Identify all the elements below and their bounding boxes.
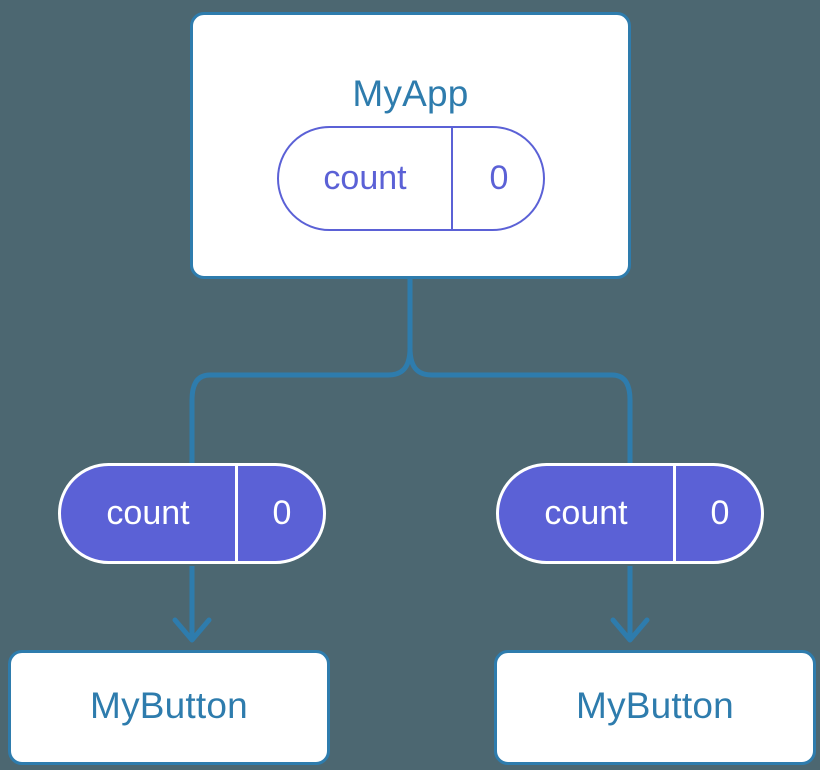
arrowhead-right-icon	[610, 617, 650, 643]
state-pill-myapp[interactable]: count 0	[277, 126, 545, 231]
props-pill-left[interactable]: count 0	[58, 463, 326, 564]
component-title-mybutton-right: MyButton	[576, 685, 734, 726]
props-pill-left-key: count	[106, 494, 190, 532]
props-pill-right-value: 0	[673, 466, 761, 561]
component-box-mybutton-left[interactable]: MyButton	[8, 650, 330, 765]
arrowhead-left-icon	[172, 617, 212, 643]
component-box-mybutton-right[interactable]: MyButton	[494, 650, 816, 765]
edge-branch-left	[189, 347, 413, 463]
props-pill-left-value: 0	[235, 466, 323, 561]
component-title-mybutton-left: MyButton	[90, 685, 248, 726]
state-pill-myapp-key: count	[323, 159, 407, 197]
state-pill-myapp-value: 0	[451, 128, 543, 229]
edge-branch-right	[407, 347, 633, 463]
props-pill-right[interactable]: count 0	[496, 463, 764, 564]
props-pill-right-key: count	[544, 494, 628, 532]
component-title-myapp: MyApp	[352, 73, 469, 114]
